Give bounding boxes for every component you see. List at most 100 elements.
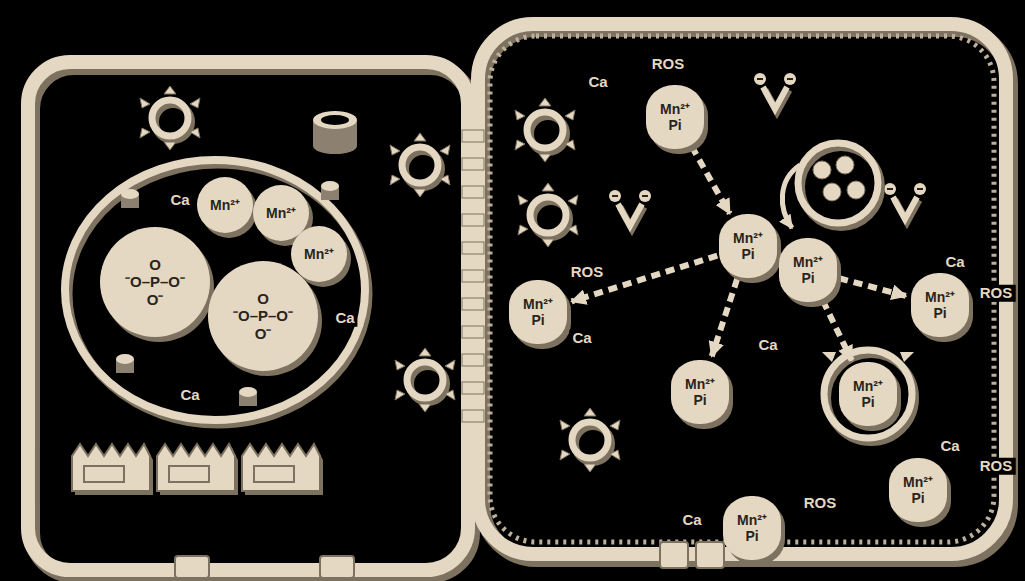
transport-arrow	[823, 301, 852, 360]
receptor-ring	[518, 183, 578, 247]
node-text: Mn²⁺	[793, 254, 823, 270]
mn-pi-complex: Mn²⁺Pi	[779, 238, 837, 302]
transport-arrow	[692, 147, 730, 214]
node-text: Mn²⁺	[925, 289, 955, 305]
gap-junction	[462, 130, 484, 142]
charge-symbol	[884, 183, 926, 222]
gap-junction	[462, 214, 484, 226]
receptor-ring	[390, 133, 450, 197]
receptor-ring	[515, 98, 575, 162]
node-text: Mn²⁺	[266, 205, 296, 221]
node-text: Pi	[861, 394, 874, 410]
node-text: Pi	[693, 392, 706, 408]
mn-pi-complex: Mn²⁺Pi	[646, 85, 704, 149]
node-text: Pi	[801, 270, 814, 286]
receptor-ring	[140, 86, 200, 150]
release-arrow	[782, 165, 800, 228]
vacuole-pillar	[239, 387, 257, 406]
chemical-label: ROS	[801, 495, 840, 512]
chemical-label: ROS	[649, 56, 688, 73]
node-text: ⁻O–P–O⁻	[233, 307, 293, 324]
cell-wall	[478, 24, 1006, 554]
transporter-petals	[822, 352, 914, 362]
transport-block	[72, 444, 153, 495]
cell-wall-shadow	[482, 29, 1010, 559]
gap-junction	[462, 242, 484, 254]
cell-wall	[28, 62, 468, 570]
chemical-label: Ca	[585, 74, 610, 91]
gap-junction	[462, 186, 484, 198]
vacuole-membrane	[65, 160, 365, 420]
membrane-channel	[175, 556, 209, 578]
node-text: O	[149, 256, 161, 273]
membrane-texture	[490, 36, 994, 542]
node-text: Mn²⁺	[853, 378, 883, 394]
node-text: ⁻O–P–O⁻	[125, 273, 185, 290]
node-text: Mn²⁺	[685, 376, 715, 392]
transport-block	[157, 444, 238, 495]
gap-junction	[462, 270, 484, 282]
chemical-label: ROS	[977, 458, 1016, 475]
node-text: Mn²⁺	[304, 246, 334, 262]
cell-wall-shadow	[32, 67, 472, 575]
organelle-granule	[836, 156, 854, 174]
node-text: Pi	[531, 312, 544, 328]
mn-pi-complex: Mn²⁺Pi	[671, 360, 729, 424]
gap-junction	[462, 326, 484, 338]
transport-block	[242, 444, 323, 495]
mn-pi-complex: Mn²⁺Pi	[911, 273, 969, 337]
node-text: O	[257, 290, 269, 307]
organelle-granule	[813, 161, 831, 179]
gap-junction	[462, 158, 484, 170]
chemical-label: Ca	[177, 387, 202, 404]
charge-symbol	[754, 73, 796, 112]
gap-junction	[462, 382, 484, 394]
node-text: Pi	[741, 246, 754, 262]
vacuole-pillar	[116, 354, 134, 373]
node-text: Mn²⁺	[733, 230, 763, 246]
transport-arrow	[712, 279, 737, 356]
chemical-label: ROS	[568, 264, 607, 281]
manganese-ion: Mn²⁺	[291, 226, 347, 282]
manganese-ion: Mn²⁺	[197, 177, 253, 233]
chemical-label: Ca	[679, 512, 704, 529]
node-text: Pi	[745, 528, 758, 544]
vacuole-pillar	[121, 189, 139, 208]
mn-pi-complex: Mn²⁺Pi	[839, 362, 897, 426]
gap-junction	[462, 354, 484, 366]
node-text: Pi	[668, 117, 681, 133]
charge-symbol	[609, 190, 651, 229]
node-text: O⁻	[255, 325, 272, 342]
chemical-label: Ca	[569, 330, 594, 347]
phosphate-disc: O⁻O–P–O⁻O⁻	[208, 261, 318, 371]
node-text: Mn²⁺	[210, 197, 240, 213]
chemical-label: Ca	[755, 337, 780, 354]
transport-arrow	[839, 278, 906, 296]
gap-junction	[462, 298, 484, 310]
gap-junction	[462, 410, 484, 422]
node-text: Mn²⁺	[903, 474, 933, 490]
node-text: Mn²⁺	[737, 512, 767, 528]
transporter-ring	[824, 350, 912, 438]
organelle	[798, 143, 878, 223]
mn-pi-complex: Mn²⁺Pi	[509, 280, 567, 344]
organelle-granule	[823, 183, 841, 201]
chemical-label: Ca	[942, 254, 967, 271]
receptor-ring	[395, 348, 455, 412]
node-text: Mn²⁺	[660, 101, 690, 117]
mn-pi-complex: Mn²⁺Pi	[723, 496, 781, 560]
membrane-channel	[660, 542, 688, 568]
node-text: Pi	[933, 305, 946, 321]
phosphate-disc: O⁻O–P–O⁻O⁻	[100, 227, 210, 337]
node-text: O⁻	[147, 291, 164, 308]
vacuole-pillar	[321, 181, 339, 200]
hollow-cylinder	[313, 111, 357, 154]
chemical-label: Ca	[167, 192, 192, 209]
chemical-label: Ca	[937, 438, 962, 455]
membrane-channel	[696, 542, 724, 568]
receptor-ring	[560, 408, 620, 472]
organelle-granule	[847, 181, 865, 199]
mn-pi-complex: Mn²⁺Pi	[889, 458, 947, 522]
mn-pi-complex: Mn²⁺Pi	[719, 214, 777, 278]
chemical-label: Ca	[332, 310, 357, 327]
